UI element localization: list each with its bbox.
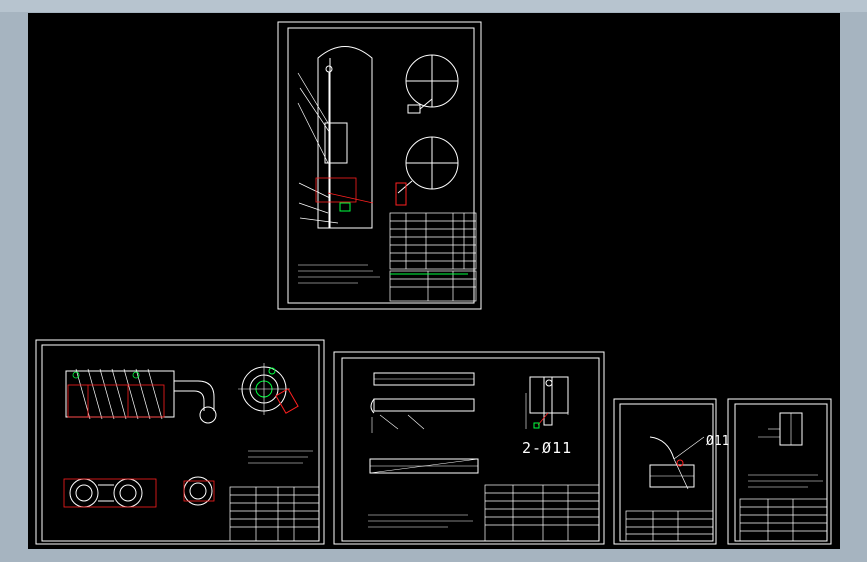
- window-frame-top: [0, 0, 867, 12]
- sheet-coil-assembly[interactable]: [35, 339, 325, 545]
- hole-spec-small-label: Ø11: [706, 434, 730, 449]
- drawing-sheets: [35, 21, 832, 545]
- cad-drawing-canvas[interactable]: 2-Ø11 Ø11: [28, 13, 840, 549]
- sheet-pipe-part[interactable]: [333, 351, 605, 545]
- sheet-bracket-detail[interactable]: [613, 398, 717, 545]
- hole-spec-label: 2-Ø11: [522, 439, 573, 457]
- sheet-plate-detail[interactable]: [727, 398, 832, 545]
- sheet-vessel-assembly[interactable]: [277, 21, 482, 310]
